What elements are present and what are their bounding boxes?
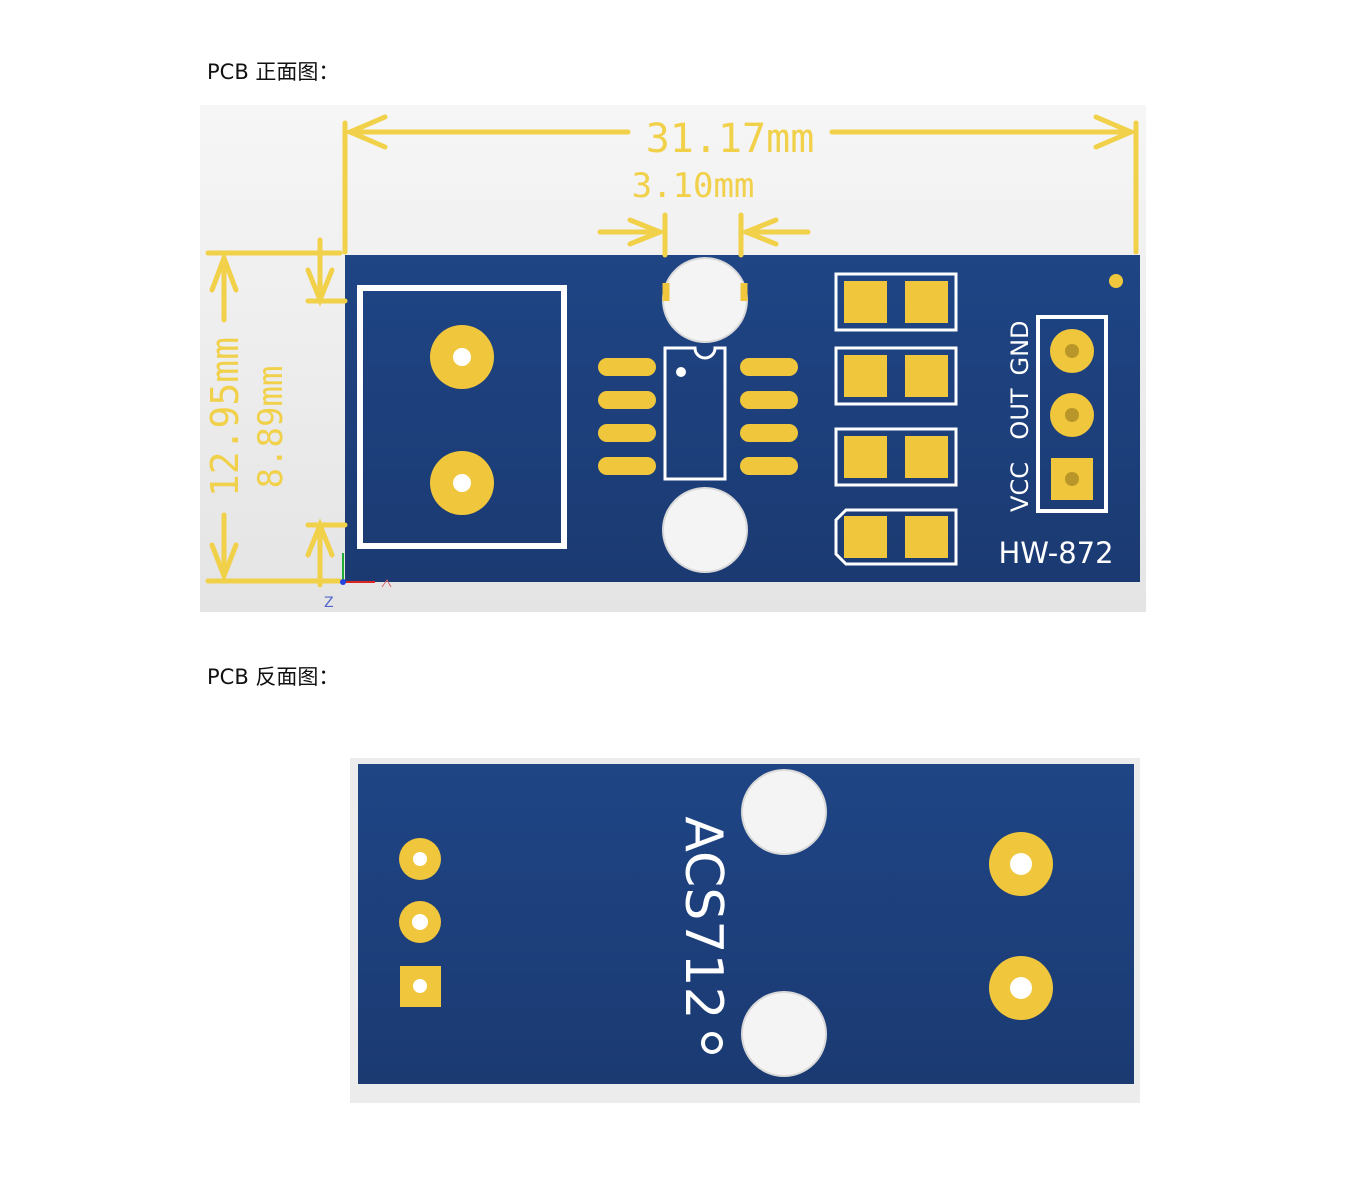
- dimension-hole-gap-label: 3.10mm: [632, 166, 755, 206]
- pin-label-gnd: GND: [1006, 320, 1034, 375]
- model-label: HW-872: [998, 536, 1113, 570]
- screw-terminal-pad-2: [430, 451, 494, 515]
- dimension-width: [342, 114, 1139, 255]
- terminal-outline: [357, 285, 567, 549]
- back-mount-hole-bottom: [741, 991, 827, 1077]
- back-mount-hole-top: [741, 769, 827, 855]
- smd-pads: [834, 272, 958, 566]
- degree-mark: [701, 1032, 723, 1054]
- dimension-width-label: 31.17mm: [646, 116, 815, 162]
- back-screw-pad-1: [989, 832, 1053, 896]
- header-outline: [1036, 315, 1108, 513]
- dimension-hole-height: [305, 237, 348, 588]
- axis-z-label: Z: [324, 595, 334, 611]
- header-pin-gnd-pad: [1050, 329, 1094, 373]
- back-view-heading: PCB 反面图：: [207, 665, 340, 689]
- ic-pin1-dot: [676, 367, 686, 377]
- ic-outline: [663, 346, 727, 481]
- mount-hole-bottom: [662, 487, 748, 573]
- axis-gizmo: [340, 553, 392, 588]
- header-pin-out-pad: [1050, 393, 1094, 437]
- screw-terminal-pad-1: [430, 325, 494, 389]
- pcb-back-view: ACS712: [350, 758, 1140, 1103]
- hole-gap-pad-marks: [662, 283, 748, 301]
- dimension-hole-height-label: 8.89mm: [251, 366, 291, 489]
- corner-fiducial: [1109, 274, 1123, 288]
- back-header-pad-2: [399, 901, 441, 943]
- pin-label-vcc: VCC: [1006, 462, 1034, 512]
- chip-label: ACS712: [673, 816, 733, 1019]
- ic-pads-right: [740, 358, 798, 475]
- pin-label-out: OUT: [1006, 388, 1034, 439]
- mount-hole-top: [662, 257, 748, 343]
- back-header-pad-3: [400, 966, 441, 1007]
- back-screw-pad-2: [989, 956, 1053, 1020]
- front-view-heading: PCB 正面图：: [207, 60, 340, 84]
- header-pin-vcc-pad: [1051, 458, 1093, 500]
- dimension-hole-gap: [597, 212, 811, 258]
- back-header-pad-1: [399, 838, 441, 880]
- ic-pads-left: [598, 358, 656, 475]
- dimension-height-label: 12.95mm: [203, 337, 247, 497]
- pcb-front-view: VCC OUT GND HW-872 31.17mm 3.10mm 12.95m…: [200, 105, 1146, 612]
